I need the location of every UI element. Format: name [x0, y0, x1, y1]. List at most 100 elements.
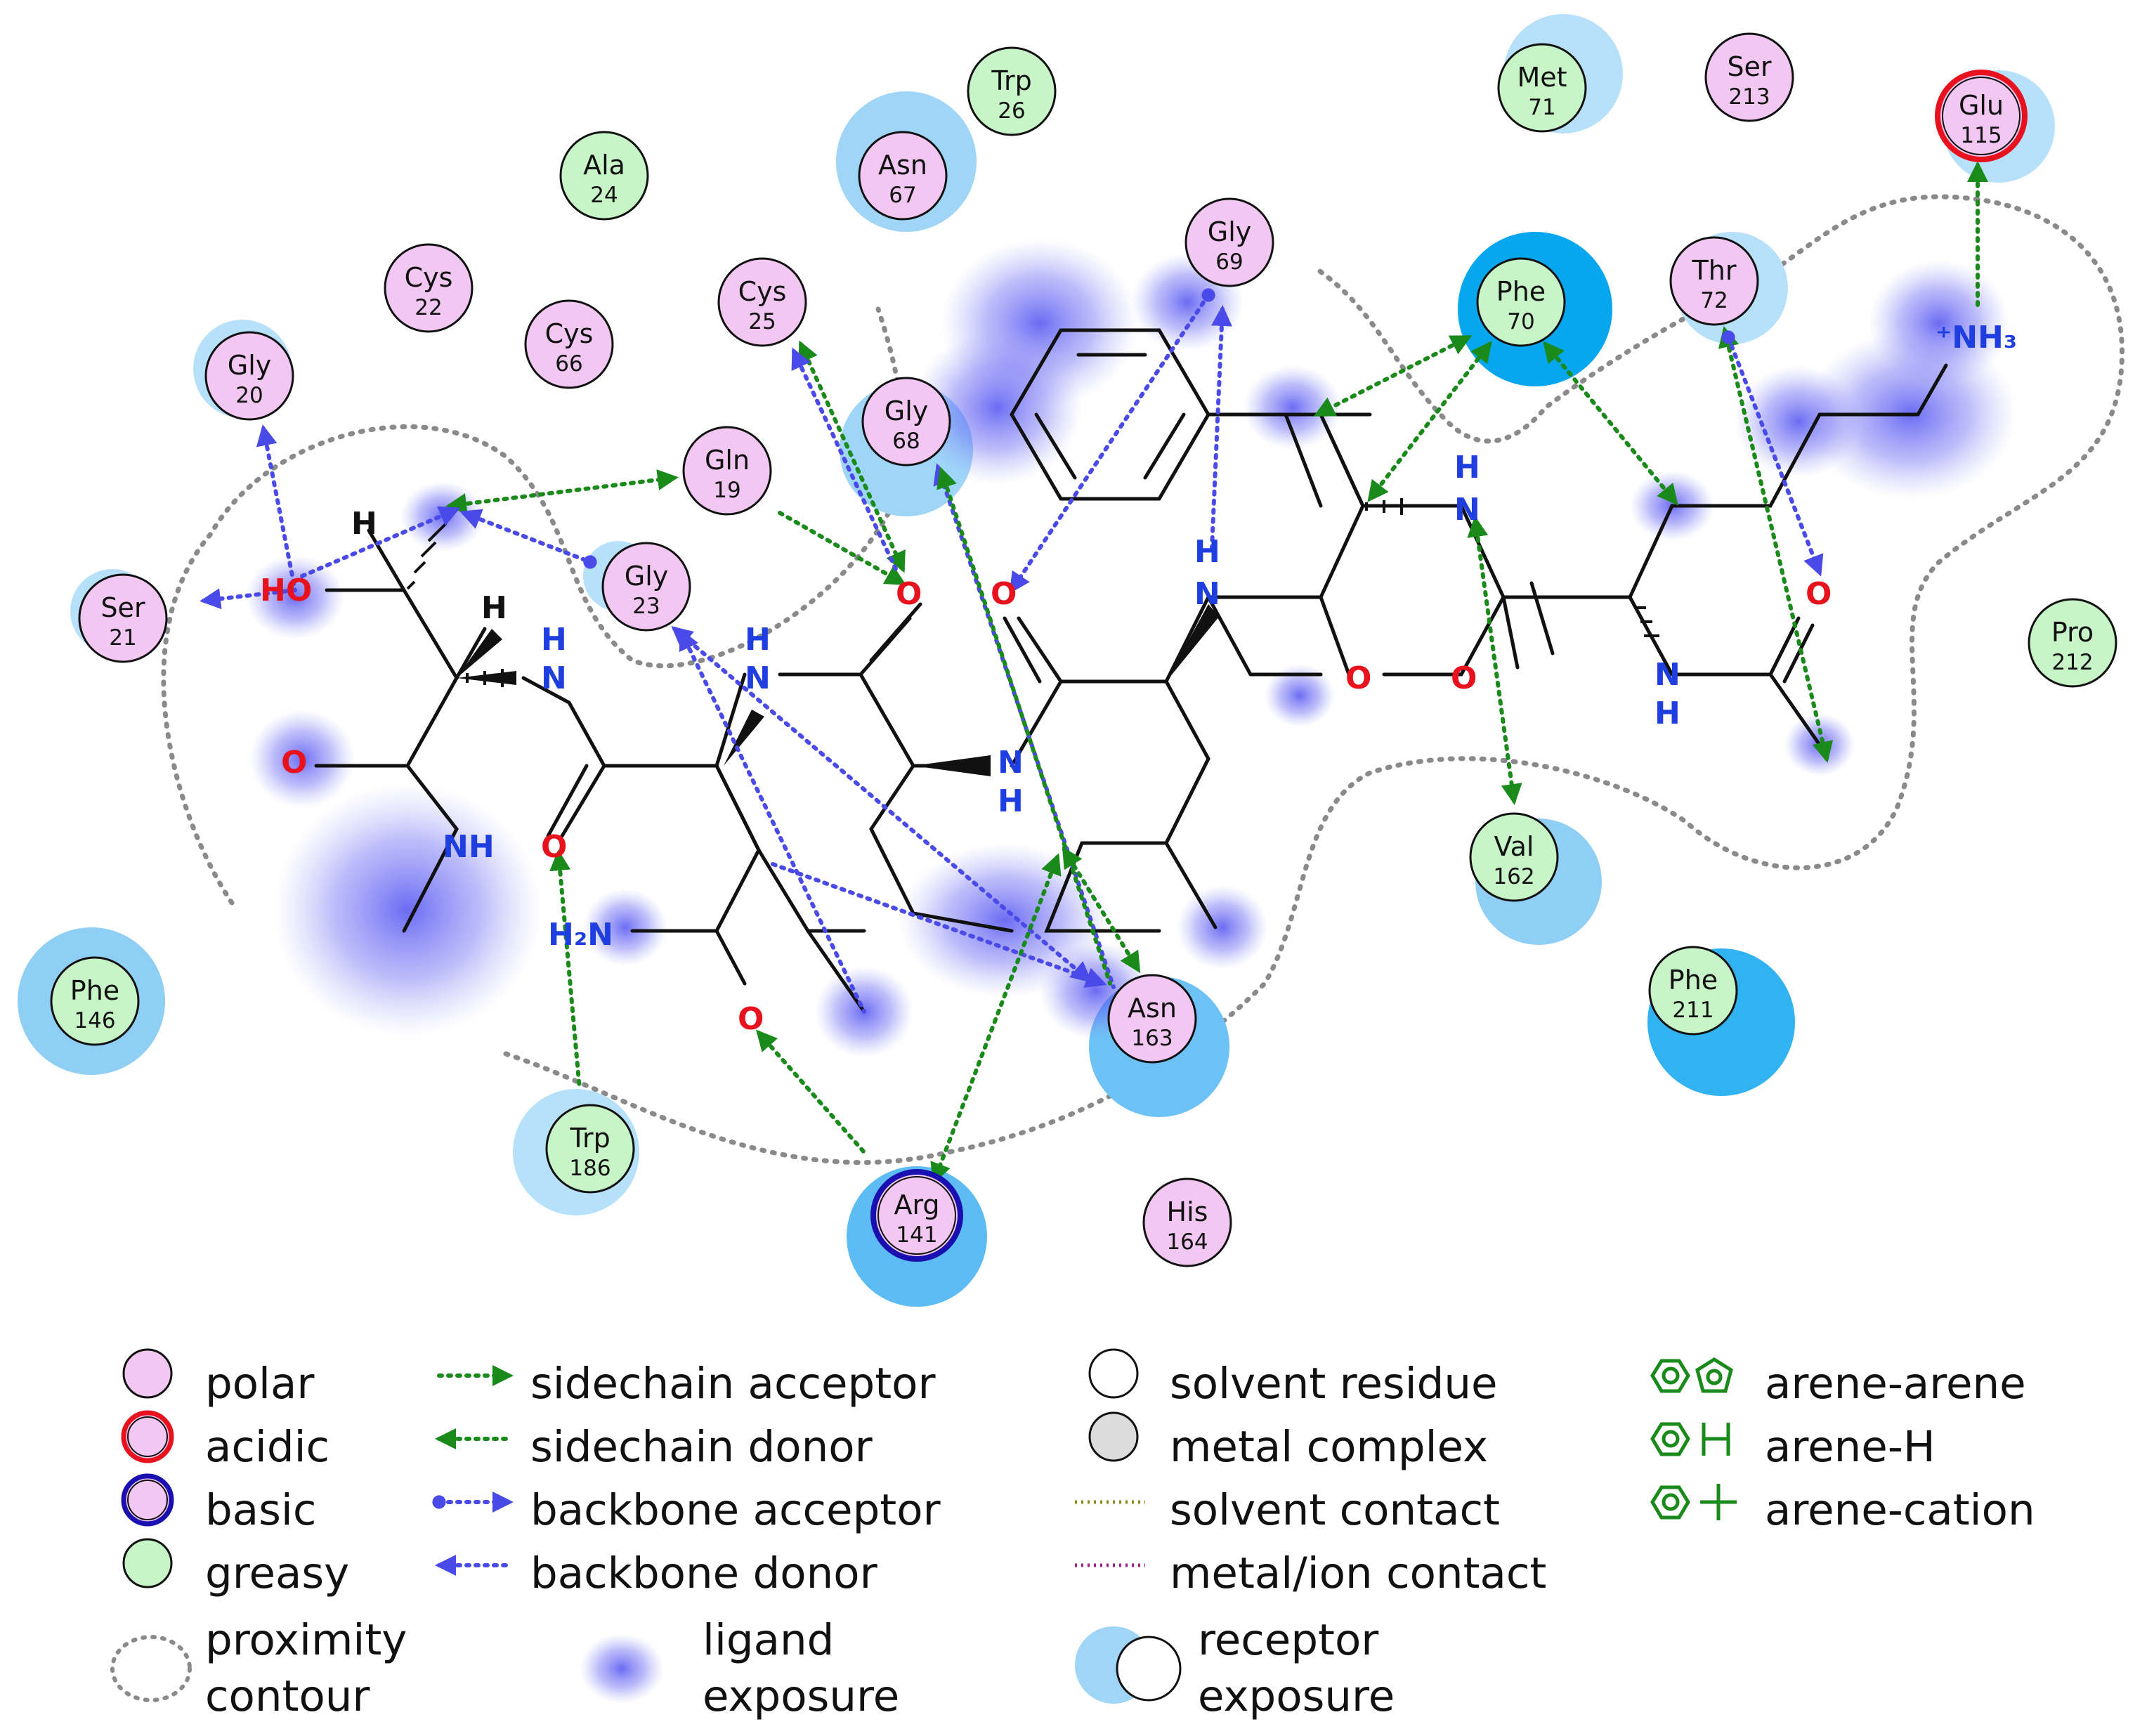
- interaction-lines: [200, 161, 1988, 1184]
- residue-name: Val: [1494, 831, 1534, 862]
- atom-nh2-n: N: [745, 660, 771, 696]
- residue-number: 19: [713, 478, 740, 503]
- residue-name: Cys: [405, 262, 453, 293]
- residue-gly-68: Gly 68: [861, 377, 951, 466]
- legend-polar-swatch: [122, 1348, 173, 1399]
- legend-sidechain-acceptor: sidechain acceptor: [530, 1359, 936, 1409]
- legend-arene-h-icon: [1650, 1422, 1730, 1456]
- residue-name: Phe: [70, 975, 119, 1006]
- residue-number: 163: [1131, 1026, 1173, 1051]
- legend-acidic-swatch: [121, 1410, 174, 1463]
- atom-nh5-n: N: [1454, 492, 1480, 528]
- legend-solvent-residue: solvent residue: [1170, 1359, 1498, 1409]
- legend-contour-swatch: [110, 1635, 192, 1702]
- residue-number: 213: [1728, 84, 1770, 110]
- residue-name: Phe: [1496, 276, 1546, 307]
- atom-o-top1: O: [896, 576, 922, 612]
- residue-name: Glu: [1959, 90, 2004, 121]
- residue-name: Thr: [1692, 255, 1737, 286]
- ligand-exposure-blobs: [246, 239, 2016, 1057]
- residue-number: 23: [632, 594, 660, 619]
- atom-nh3-n: N: [998, 745, 1024, 781]
- atom-o-left: O: [281, 745, 307, 781]
- residue-name: Pro: [2051, 617, 2094, 648]
- atom-o-top2: O: [991, 576, 1017, 612]
- residue-number: 72: [1700, 288, 1728, 313]
- residue-name: Ser: [1727, 51, 1772, 82]
- atom-nh-mid-h: H: [541, 622, 567, 658]
- atom-nh6-h: H: [1654, 696, 1680, 731]
- atom-nh4-h: H: [1194, 534, 1220, 570]
- residue-number: 211: [1672, 998, 1714, 1023]
- residue-name: Asn: [878, 150, 927, 181]
- atom-nh6-n: N: [1654, 657, 1680, 693]
- receptor-exposure-halos: [18, 14, 2055, 1307]
- atom-nh4-n: N: [1194, 576, 1220, 612]
- legend-ligand-exposure-swatch: [580, 1633, 664, 1704]
- atom-o-right2: O: [1806, 576, 1832, 612]
- legend-polar: polar: [205, 1359, 315, 1409]
- residue-name: Met: [1517, 62, 1567, 93]
- residue-number: 71: [1528, 95, 1555, 120]
- atom-ho: HO: [260, 573, 312, 608]
- residue-number: 24: [590, 183, 618, 208]
- atom-labels: HO H H O NH N H O H₂N O N H O N H O N H …: [260, 320, 2017, 1037]
- residue-number: 68: [892, 429, 920, 454]
- residue-number: 141: [896, 1222, 937, 1248]
- residue-name: Gly: [885, 396, 929, 426]
- residue-name: Gly: [228, 350, 272, 381]
- legend-receptor: receptor: [1198, 1615, 1379, 1665]
- residue-name: Gln: [705, 445, 750, 476]
- residue-name: Ser: [100, 592, 145, 623]
- atom-h2: H: [481, 590, 507, 626]
- residue-number: 212: [2051, 650, 2093, 675]
- residue-name: Trp: [569, 1123, 610, 1154]
- residue-number: 21: [109, 625, 136, 651]
- legend-solvent-residue-swatch: [1088, 1348, 1139, 1399]
- residue-name: Phe: [1669, 965, 1718, 996]
- residue-number: 69: [1215, 249, 1243, 275]
- residue-number: 22: [415, 295, 442, 320]
- atom-o-mid2: O: [1345, 660, 1371, 696]
- residue-name: Cys: [545, 318, 594, 349]
- residue-number: 26: [998, 98, 1025, 124]
- legend-contour: contour: [205, 1671, 370, 1721]
- residue-name: His: [1167, 1196, 1208, 1227]
- residue-name: Arg: [894, 1189, 939, 1220]
- legend-metal-complex: metal complex: [1170, 1422, 1488, 1472]
- legend-sidechain-donor: sidechain donor: [530, 1422, 873, 1472]
- atom-o-mid: O: [541, 829, 567, 865]
- legend-arene-cation-icon: [1650, 1484, 1737, 1520]
- legend-acidic: acidic: [205, 1422, 329, 1472]
- residue-number: 25: [748, 309, 776, 334]
- residue-name: Cys: [738, 276, 787, 307]
- legend-arene-arene-icon: [1650, 1357, 1733, 1393]
- residue-name: Gly: [1208, 216, 1252, 247]
- legend-arene-arene: arene-arene: [1765, 1359, 2026, 1409]
- legend-arene-h: arene-H: [1765, 1422, 1936, 1472]
- atom-nh-bottom: NH: [443, 829, 495, 865]
- residue-number: 146: [74, 1008, 115, 1033]
- atom-nh-mid-n: N: [541, 660, 567, 696]
- atom-h1: H: [351, 506, 377, 542]
- legend-metal-contact: metal/ion contact: [1170, 1548, 1546, 1598]
- legend: polar acidic basic greasy proximity cont…: [110, 1348, 2035, 1721]
